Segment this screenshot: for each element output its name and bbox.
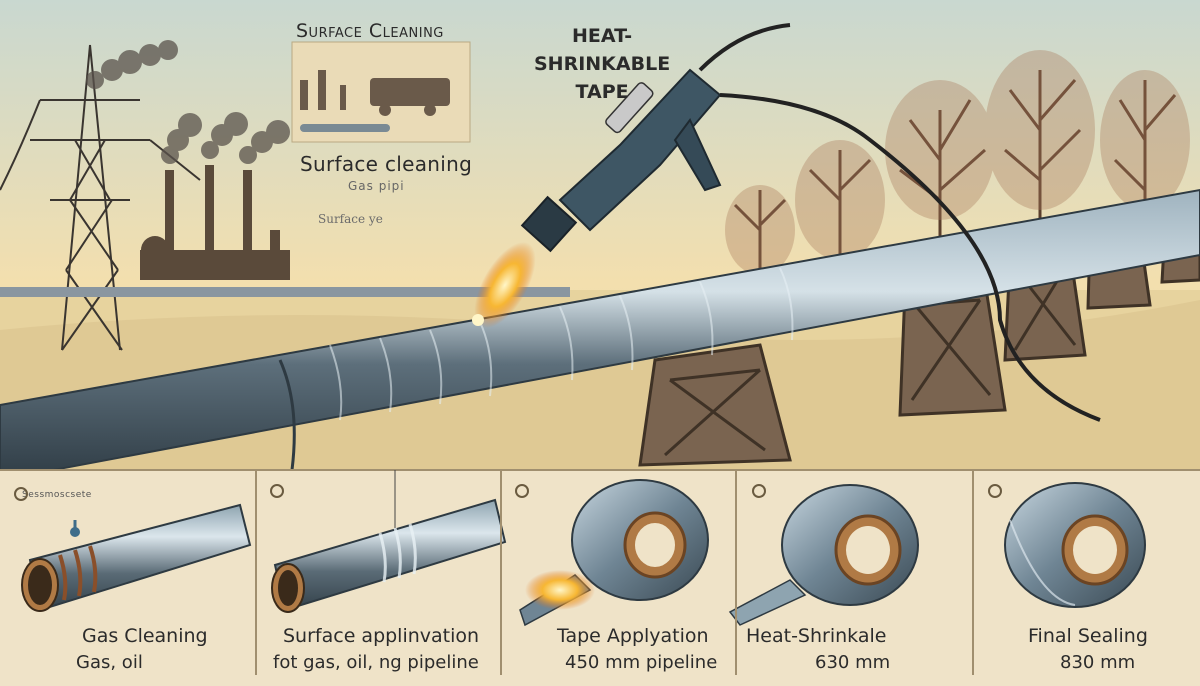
label-heat-shrinkable-tape: HEAT- SHRINKABLE TAPE [534,22,670,106]
tape-bands [329,267,794,421]
label-surface-small: Surface ye [318,212,383,226]
panel1-pipe [21,503,252,612]
panel3-title: Tape Applyation [557,625,709,647]
panel-divider [972,470,974,675]
label-heat-line3: TAPE [575,81,629,103]
step-marker-icon [515,484,529,498]
label-surface-cleaning-mid: Surface cleaning [300,152,473,176]
step-marker-icon [14,487,28,501]
panel4-title: Heat-Shrinkale [746,625,887,647]
flame [474,242,536,328]
panel2-subtitle: fot gas, oil, ng pipeline [273,652,479,673]
panel2-title: Surface applinvation [283,625,480,647]
panel1-title: Gas Cleaning [82,625,208,647]
trees [733,70,1177,290]
ground-shade [0,300,1200,470]
main-pipe [0,188,1200,482]
inset-truck [300,70,450,132]
step-marker-icon [270,484,284,498]
pipe-joint [278,359,296,471]
smoke [86,40,290,164]
panel4-roll [728,484,919,626]
label-heat-line1: HEAT- [572,25,633,47]
distant-pipe [0,287,570,297]
label-gas-pipe: Gas pipi [348,179,405,193]
panel-divider [500,470,502,675]
panel5-roll [1004,482,1146,608]
heat-gun [520,68,722,253]
panel1-subtitle: Gas, oil [76,652,143,673]
power-tower [0,44,201,351]
panel-divider [255,470,257,675]
power-cord [698,23,1101,422]
step-marker-icon [752,484,766,498]
panel-divider [735,470,737,675]
flame-spark [472,314,484,326]
label-surface-cleaning-top: Surface Cleaning [296,20,444,42]
panel2-pipe [271,470,507,613]
label-heat-line2: SHRINKABLE [534,53,671,75]
panel5-title: Final Sealing [1028,625,1148,647]
panel3-roll [519,479,709,627]
label-small-top-left: Sessmoscsete [22,490,92,500]
step-marker-icon [988,484,1002,498]
panel3-subtitle: 450 mm pipeline [565,652,718,673]
tree-foliage [725,50,1190,275]
panel5-subtitle: 830 mm [1060,652,1136,673]
refinery [140,165,290,280]
panel4-subtitle: 630 mm [815,652,891,673]
